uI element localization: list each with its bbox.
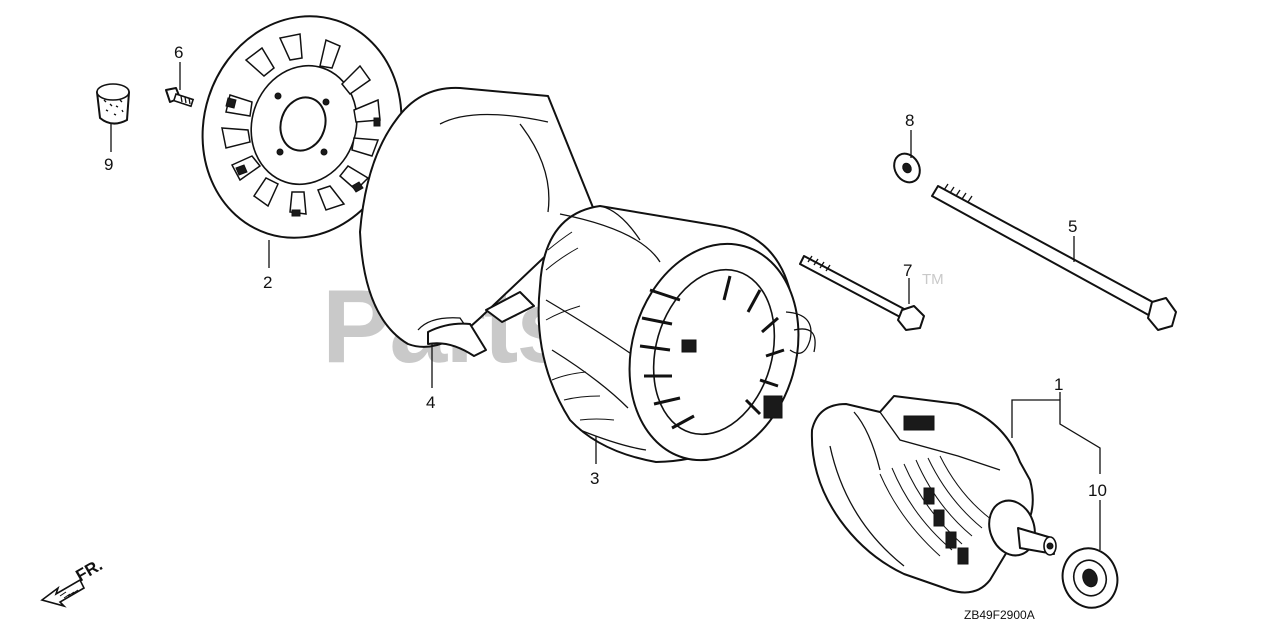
part-5-long-bolt[interactable] [931,183,1177,331]
part-7-through-bolt[interactable] [799,255,925,331]
callout-8[interactable]: 8 [905,111,914,130]
callout-5[interactable]: 5 [1068,217,1077,236]
part-6-bolt[interactable] [165,87,195,108]
callout-10[interactable]: 10 [1088,481,1107,500]
callout-7[interactable]: 7 [903,261,912,280]
part-10-bearing[interactable] [1054,541,1125,616]
front-direction-indicator: FR. [40,555,106,608]
leader-lines [110,62,1101,550]
callout-6[interactable]: 6 [174,43,183,62]
part-3-stator[interactable] [485,205,823,480]
part-2-cooling-fan[interactable] [174,0,430,264]
callout-numbers: 6 9 2 4 3 8 7 5 1 10 [104,43,1107,500]
callout-3[interactable]: 3 [590,469,599,488]
callout-2[interactable]: 2 [263,273,272,292]
callout-9[interactable]: 9 [104,155,113,174]
part-8-washer[interactable] [889,149,925,187]
part-4-stator-cover[interactable] [359,86,595,357]
callout-4[interactable]: 4 [426,393,435,412]
callout-1[interactable]: 1 [1054,375,1063,394]
diagram-code: ZB49F2900A [964,608,1035,622]
watermark-trademark: TM [922,271,944,288]
part-1-rotor[interactable] [810,395,1057,594]
part-9-cap[interactable] [96,83,130,125]
